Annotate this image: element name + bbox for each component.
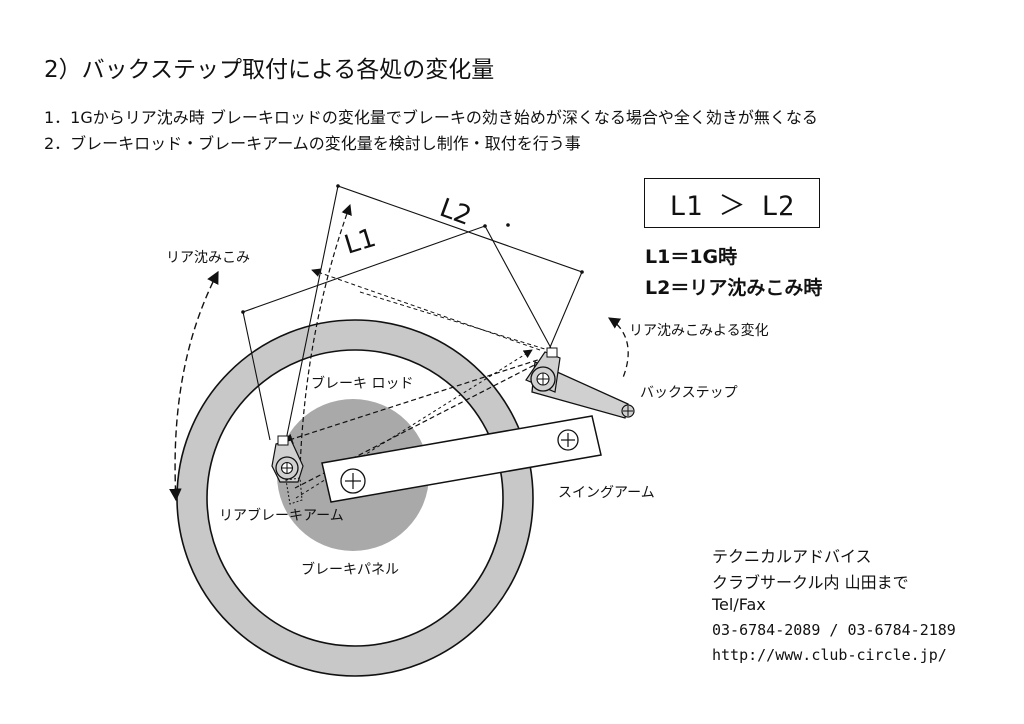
back-step-pivot <box>530 366 556 392</box>
note-2: 2．ブレーキロッド・ブレーキアームの変化量を検討し制作・取付を行う事 <box>44 134 581 153</box>
note-1: 1．1Gからリア沈み時 ブレーキロッドの変化量でブレーキの効き始めが深くなる場合… <box>44 108 818 127</box>
swing-arm <box>321 415 602 503</box>
contact-url[interactable]: http://www.club-circle.jp/ <box>712 646 947 664</box>
contact-line-2: クラブサークル内 山田まで <box>712 573 909 592</box>
rear-sink-change-label: リア沈みこみよる変化 <box>629 323 769 339</box>
swing-arm-label: スイングアーム <box>558 485 655 501</box>
brake-rod-guide <box>359 291 549 351</box>
page-heading: 2）バックステップ取付による各処の変化量 <box>44 57 495 83</box>
axle-bolt <box>340 468 366 494</box>
contact-line-3: Tel/Fax <box>712 595 766 614</box>
l2-arrow <box>299 203 352 471</box>
contact-line-1: テクニカルアドバイス <box>712 547 872 566</box>
rear-brake-arm-pivot <box>275 456 299 480</box>
contact-phone: 03-6784-2089 / 03-6784-2189 <box>712 621 956 639</box>
rear-sink-change-arc <box>608 317 629 381</box>
brake-panel-label: ブレーキパネル <box>301 562 399 578</box>
comparison-text: L1 ＞ L2 <box>669 190 795 222</box>
brake-rod-label: ブレーキ ロッド <box>311 376 414 392</box>
l2-dimension-frame <box>284 185 583 446</box>
rear-brake-arm-sag-ghost <box>285 477 303 505</box>
l1-arrow <box>311 268 541 351</box>
back-step-label: バックステップ <box>640 385 738 401</box>
rear-sink-label: リア沈みこみ <box>166 250 250 266</box>
definition-l1: L1＝1G時 <box>645 246 738 268</box>
definition-l2: L2＝リア沈みこみ時 <box>645 277 823 299</box>
rear-brake-arm-label: リアブレーキアーム <box>219 508 344 524</box>
l1-arrow-2 <box>295 349 533 499</box>
l1-dimension-frame <box>242 225 553 441</box>
brake-rod-1g <box>281 354 554 445</box>
comparison-box: L1 ＞ L2 <box>644 178 820 228</box>
swing-arm-pivot-bolt <box>557 429 579 451</box>
